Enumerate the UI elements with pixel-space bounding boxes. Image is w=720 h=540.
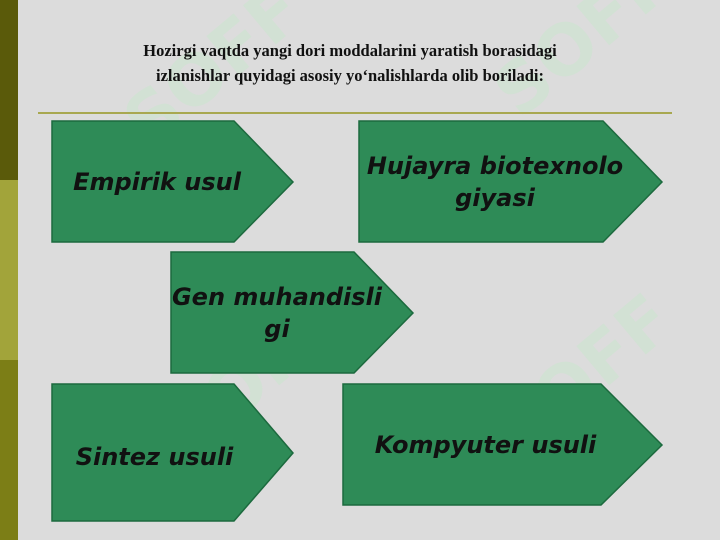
title-divider bbox=[38, 112, 672, 114]
arrow-kompyuter-usuli[interactable]: Kompyuter usuli bbox=[342, 383, 664, 506]
slide-title-line-2: izlanishlar quyidagi asosiy yo‘nalishlar… bbox=[156, 66, 544, 85]
arrow-shape bbox=[170, 251, 415, 374]
arrow-shape bbox=[342, 383, 664, 506]
arrow-sintez-usuli[interactable]: Sintez usuli bbox=[51, 383, 294, 522]
arrow-label-gen-muhandisligi: Gen muhandisligi bbox=[171, 283, 383, 343]
arrow-gen-muhandisligi[interactable]: Gen muhandisligi bbox=[170, 251, 415, 374]
arrow-shape bbox=[51, 120, 295, 243]
slide-title: Hozirgi vaqtda yangi dori moddalarini ya… bbox=[60, 38, 640, 88]
slide-title-line-1: Hozirgi vaqtda yangi dori moddalarini ya… bbox=[143, 41, 557, 60]
arrow-empirik-usul[interactable]: Empirik usul bbox=[51, 120, 295, 243]
arrow-shape bbox=[358, 120, 664, 243]
arrow-label-sintez-usuli: Sintez usuli bbox=[75, 443, 234, 471]
arrow-label-kompyuter-usuli: Kompyuter usuli bbox=[374, 431, 597, 459]
arrow-label-hujayra-biotexnologiyasi: Hujayra biotexnologiyasi bbox=[366, 152, 624, 212]
accent-bar-middle bbox=[0, 180, 18, 360]
arrow-shape bbox=[51, 383, 294, 522]
accent-bar-top bbox=[0, 0, 18, 180]
left-accent-bar bbox=[0, 0, 18, 540]
accent-bar-bottom bbox=[0, 360, 18, 540]
arrow-hujayra-biotexnologiyasi[interactable]: Hujayra biotexnologiyasi bbox=[358, 120, 664, 243]
arrow-label-empirik-usul: Empirik usul bbox=[73, 168, 241, 196]
